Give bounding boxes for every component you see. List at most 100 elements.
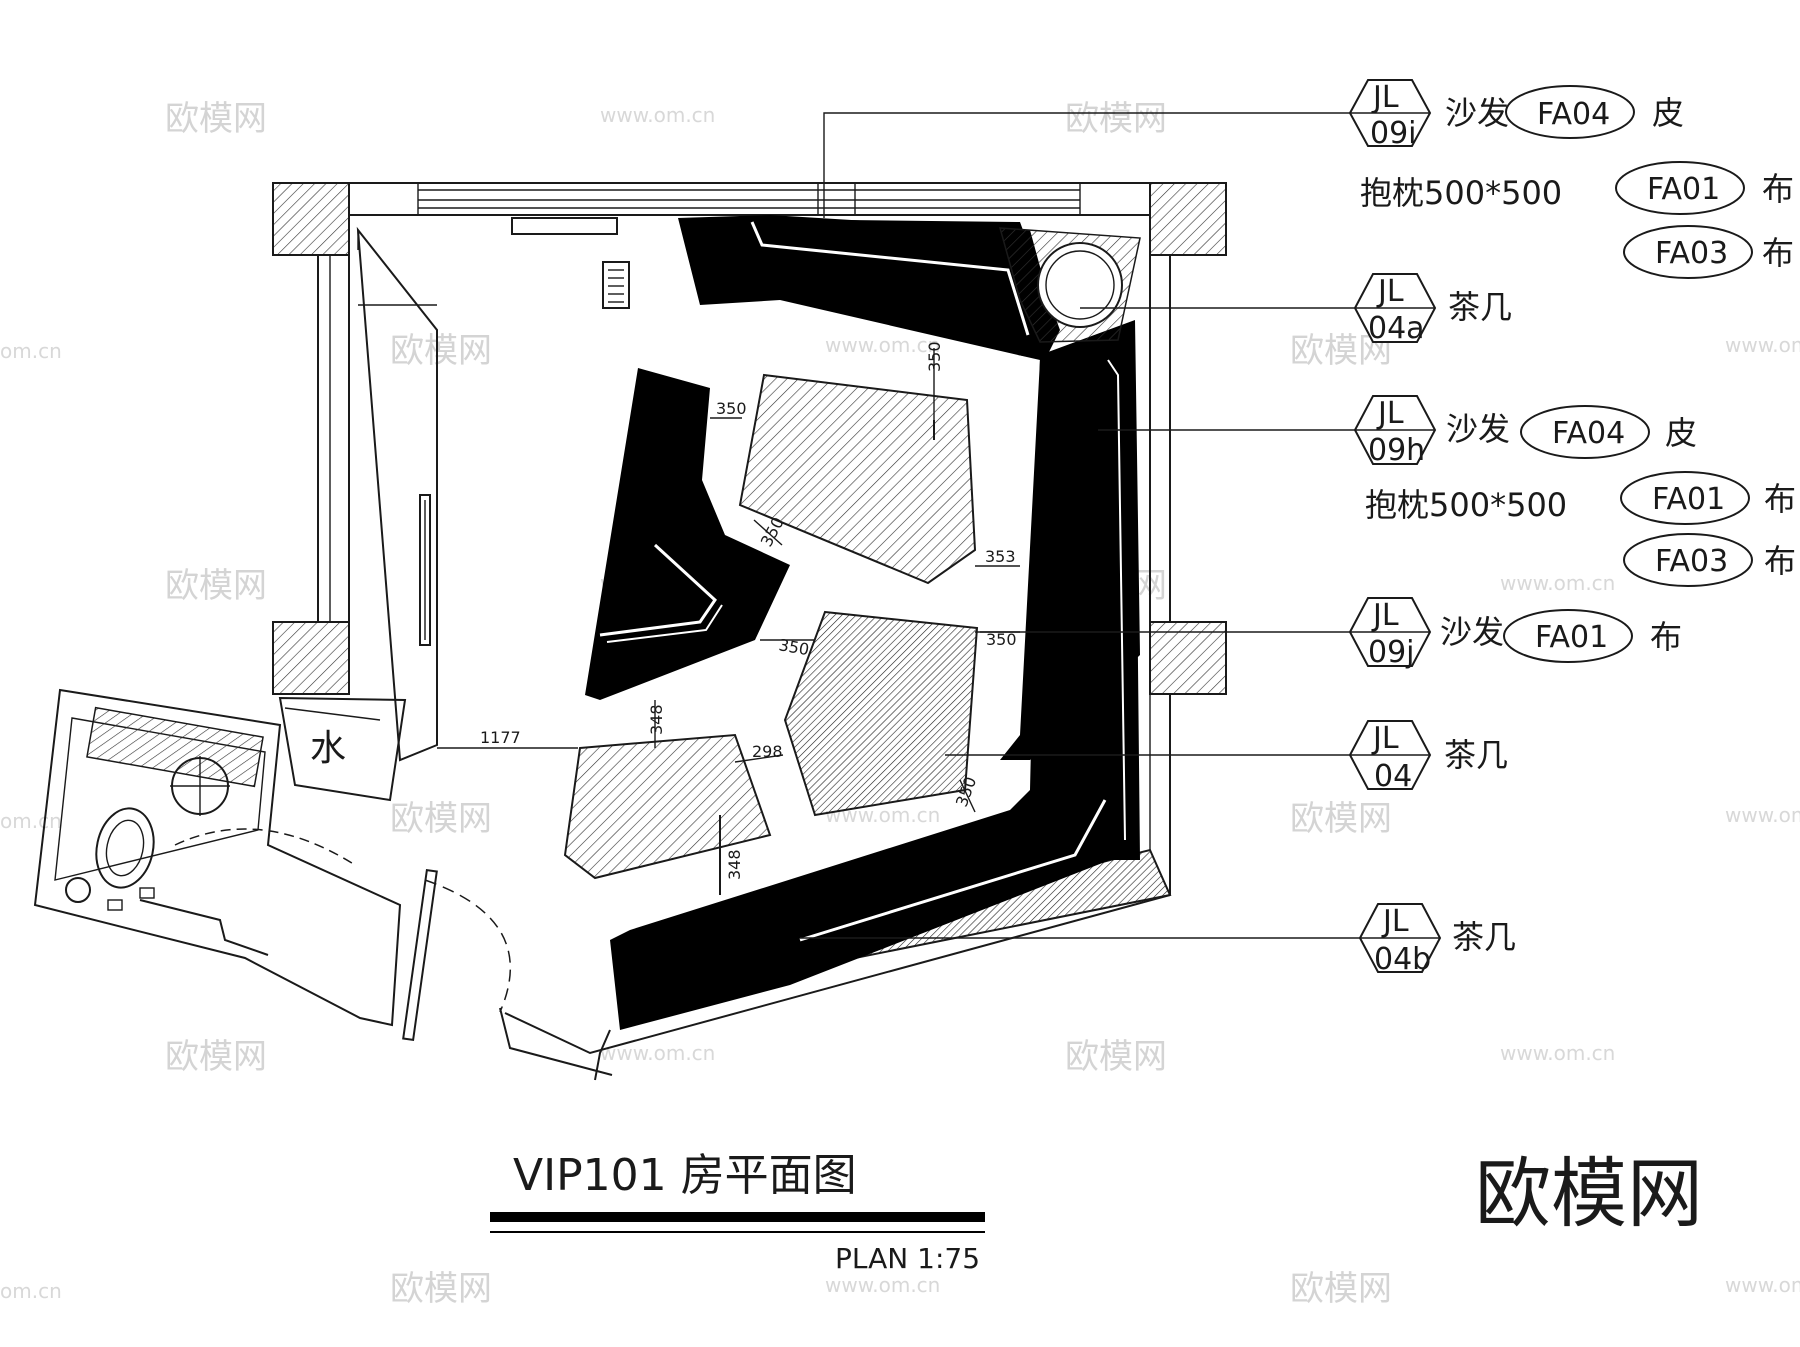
watermark: 欧模网 [1290, 799, 1392, 839]
material-code: FA01 [1647, 172, 1720, 207]
watermark: 欧模网 [1290, 1269, 1392, 1309]
coffee-table-top [738, 373, 977, 585]
dimension-label: 298 [752, 742, 783, 761]
dimension-label: 350 [986, 630, 1017, 649]
callout-code: JL [1376, 396, 1404, 431]
pillow-note: 抱枕500*500 [1365, 486, 1567, 524]
watermark: 欧模网 [390, 799, 492, 839]
material-code: FA03 [1655, 236, 1728, 271]
callout-sub: 09j [1368, 635, 1415, 670]
callout-label: 茶几 [1448, 288, 1512, 326]
callout-code: JL [1381, 904, 1409, 939]
watermark: 欧模网 [390, 1269, 492, 1309]
material-finish: 皮 [1665, 414, 1697, 452]
callout-sub: 09i [1370, 116, 1417, 151]
material-code: FA01 [1652, 482, 1725, 517]
watermark: www.om.cn [1725, 803, 1800, 827]
sofa-left [585, 368, 790, 700]
watermark: om.cn [0, 339, 62, 363]
column-mid-left [272, 621, 350, 695]
material-oval [1620, 471, 1750, 525]
drawing-scale: PLAN 1:75 [835, 1242, 980, 1275]
callout-code: JL [1371, 80, 1399, 115]
material-code: FA01 [1535, 620, 1608, 655]
pillow-note: 抱枕500*500 [1360, 174, 1562, 212]
dimension-label: 348 [725, 849, 744, 880]
material-finish: 布 [1762, 170, 1794, 208]
dimension-label: 353 [985, 547, 1016, 566]
material-oval [1520, 405, 1650, 459]
watermark: 欧模网 [1065, 1037, 1167, 1077]
watermark: www.om.cn [825, 333, 940, 357]
coffee-table-04 [783, 610, 979, 817]
watermark: www.om.cn [600, 103, 715, 127]
material-oval [1505, 85, 1635, 139]
callout-09j: JL 09j 沙发 FA01 布 [1348, 597, 1682, 670]
watermark: www.om.cn [1500, 1041, 1615, 1065]
material-finish: 布 [1764, 542, 1796, 580]
sofa-09j [610, 355, 1140, 1030]
watermark: 欧模网 [165, 1037, 267, 1077]
callout-sub: 04 [1374, 759, 1412, 794]
material-code: FA04 [1552, 416, 1625, 451]
dimension-label: 350 [777, 635, 810, 659]
callout-label: 茶几 [1444, 736, 1508, 774]
callout-04: JL 04 茶几 [1348, 720, 1508, 794]
callout-sub: 04b [1374, 942, 1431, 977]
wall-left [317, 254, 350, 623]
equipment-icon [602, 261, 630, 309]
dimension-label: 350 [925, 341, 944, 372]
callout-code: JL [1371, 598, 1399, 633]
callout-sub: 09h [1368, 433, 1425, 468]
callout-label: 沙发 [1446, 410, 1510, 448]
title-block: VIP101 房平面图 PLAN 1:75 [490, 1150, 985, 1275]
column-top-right [1149, 182, 1227, 256]
sink-mark: 水 [310, 728, 346, 769]
watermark: www.om.cn [1500, 571, 1615, 595]
watermark: www.om.cn [825, 1273, 940, 1297]
watermark-layer: 欧模网 www.om.cn 欧模网 om.cn 欧模网 www.om.cn 欧模… [0, 99, 1800, 1309]
wall-right [1149, 254, 1171, 623]
material-code: FA03 [1655, 544, 1728, 579]
callout-09h: JL 09h 沙发 FA04 皮 [1353, 395, 1697, 468]
material-finish: 布 [1650, 618, 1682, 656]
callout-code: JL [1371, 721, 1399, 756]
callout-pillow-2: 抱枕500*500 FA01 布 FA03 布 [1365, 471, 1796, 587]
round-side-table [998, 227, 1141, 343]
callout-pillow-1: 抱枕500*500 FA01 布 FA03 布 [1360, 161, 1794, 279]
coffee-table-bottom [563, 733, 772, 880]
watermark: 欧模网 [165, 99, 267, 139]
material-oval [1623, 533, 1753, 587]
watermark: om.cn [0, 1279, 62, 1303]
sofa-group [585, 215, 1140, 1030]
callout-code: JL [1376, 274, 1404, 309]
callout-label: 沙发 [1440, 613, 1504, 651]
material-oval [1615, 161, 1745, 215]
brand-logo-text: 欧模网 [1475, 1149, 1703, 1238]
dimension-label: 1177 [480, 728, 521, 747]
cabinet-left [356, 217, 630, 762]
watermark: 欧模网 [1065, 99, 1167, 139]
material-finish: 布 [1764, 480, 1796, 518]
window-wall-top [348, 182, 1151, 216]
callout-04b: JL 04b 茶几 [1358, 903, 1516, 977]
watermark: om.cn [0, 809, 62, 833]
callout-label: 沙发 [1445, 94, 1509, 132]
toilet-icon [95, 807, 155, 889]
leader-lines [800, 112, 1360, 939]
watermark: www.om.cn [1725, 1273, 1800, 1297]
title-underline-thick [490, 1212, 985, 1222]
callout-04a: JL 04a 茶几 [1353, 273, 1512, 346]
callout-sub: 04a [1368, 311, 1425, 346]
material-finish: 皮 [1652, 94, 1684, 132]
entry-door [402, 869, 512, 1041]
material-finish: 布 [1762, 234, 1794, 272]
watermark: www.om.cn [1725, 333, 1800, 357]
callout-label: 茶几 [1452, 918, 1516, 956]
material-code: FA04 [1537, 97, 1610, 132]
material-oval [1503, 609, 1633, 663]
dimension-label: 348 [647, 704, 666, 735]
column-top-left [272, 182, 350, 256]
